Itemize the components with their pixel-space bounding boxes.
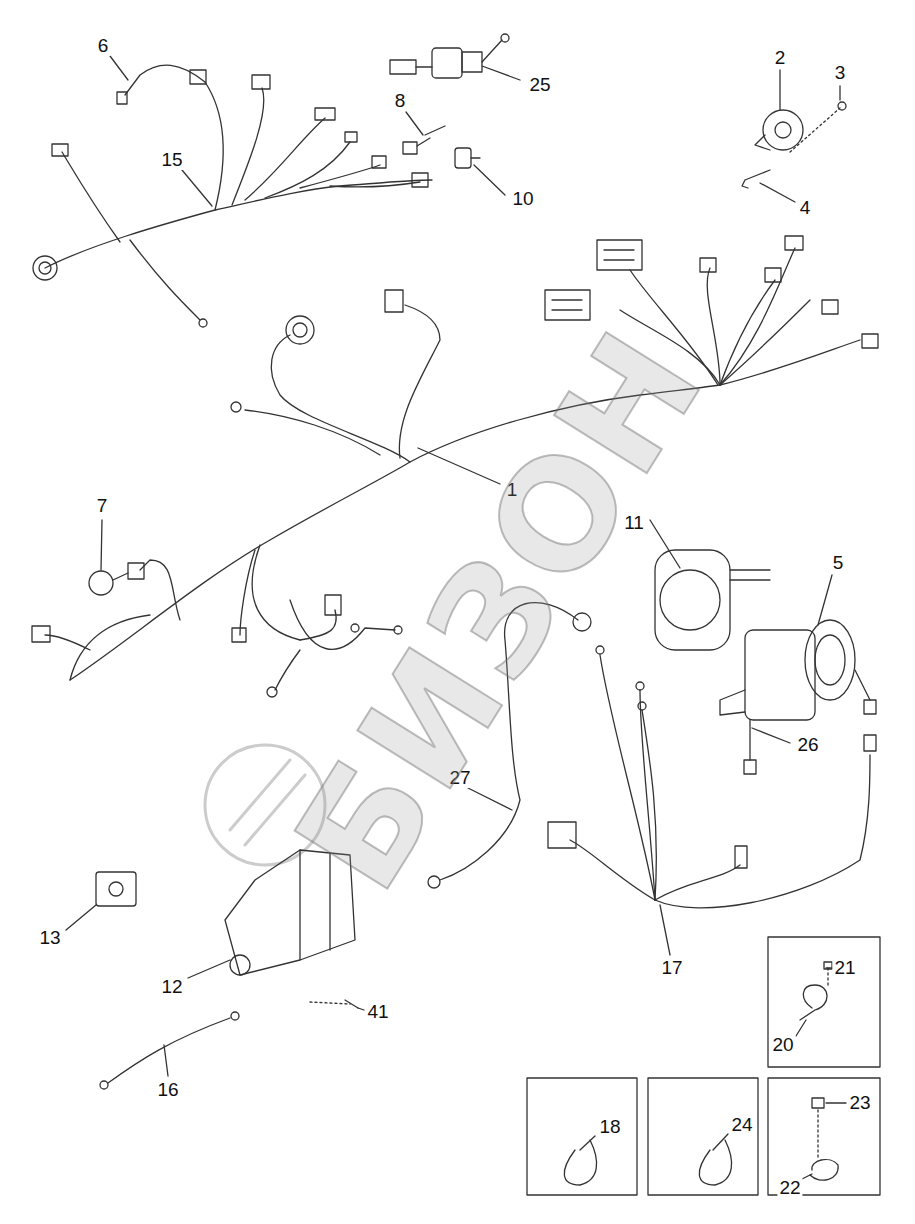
callout-number: 2 <box>773 48 788 68</box>
callout-number: 23 <box>847 1093 872 1113</box>
callout-number: 6 <box>96 36 111 56</box>
callout-number: 26 <box>795 735 820 755</box>
callout-number: 4 <box>798 198 813 218</box>
callout-number: 22 <box>777 1178 802 1198</box>
callout-number: 8 <box>393 91 408 111</box>
callout-number: 18 <box>597 1117 622 1137</box>
callout-number: 24 <box>729 1115 754 1135</box>
callout-number: 15 <box>159 150 184 170</box>
callout-number: 5 <box>831 553 846 573</box>
callout-number: 21 <box>832 958 857 978</box>
callout-number: 41 <box>365 1002 390 1022</box>
callout-number: 3 <box>833 63 848 83</box>
callout-number: 17 <box>659 958 684 978</box>
callout-number: 25 <box>527 75 552 95</box>
callout-number: 13 <box>37 928 62 948</box>
callout-number: 12 <box>159 977 184 997</box>
callout-number: 10 <box>510 189 535 209</box>
callout-number: 7 <box>95 496 110 516</box>
callout-number: 20 <box>770 1035 795 1055</box>
watermark: БИЗОН <box>262 301 738 919</box>
callout-number: 16 <box>155 1080 180 1100</box>
